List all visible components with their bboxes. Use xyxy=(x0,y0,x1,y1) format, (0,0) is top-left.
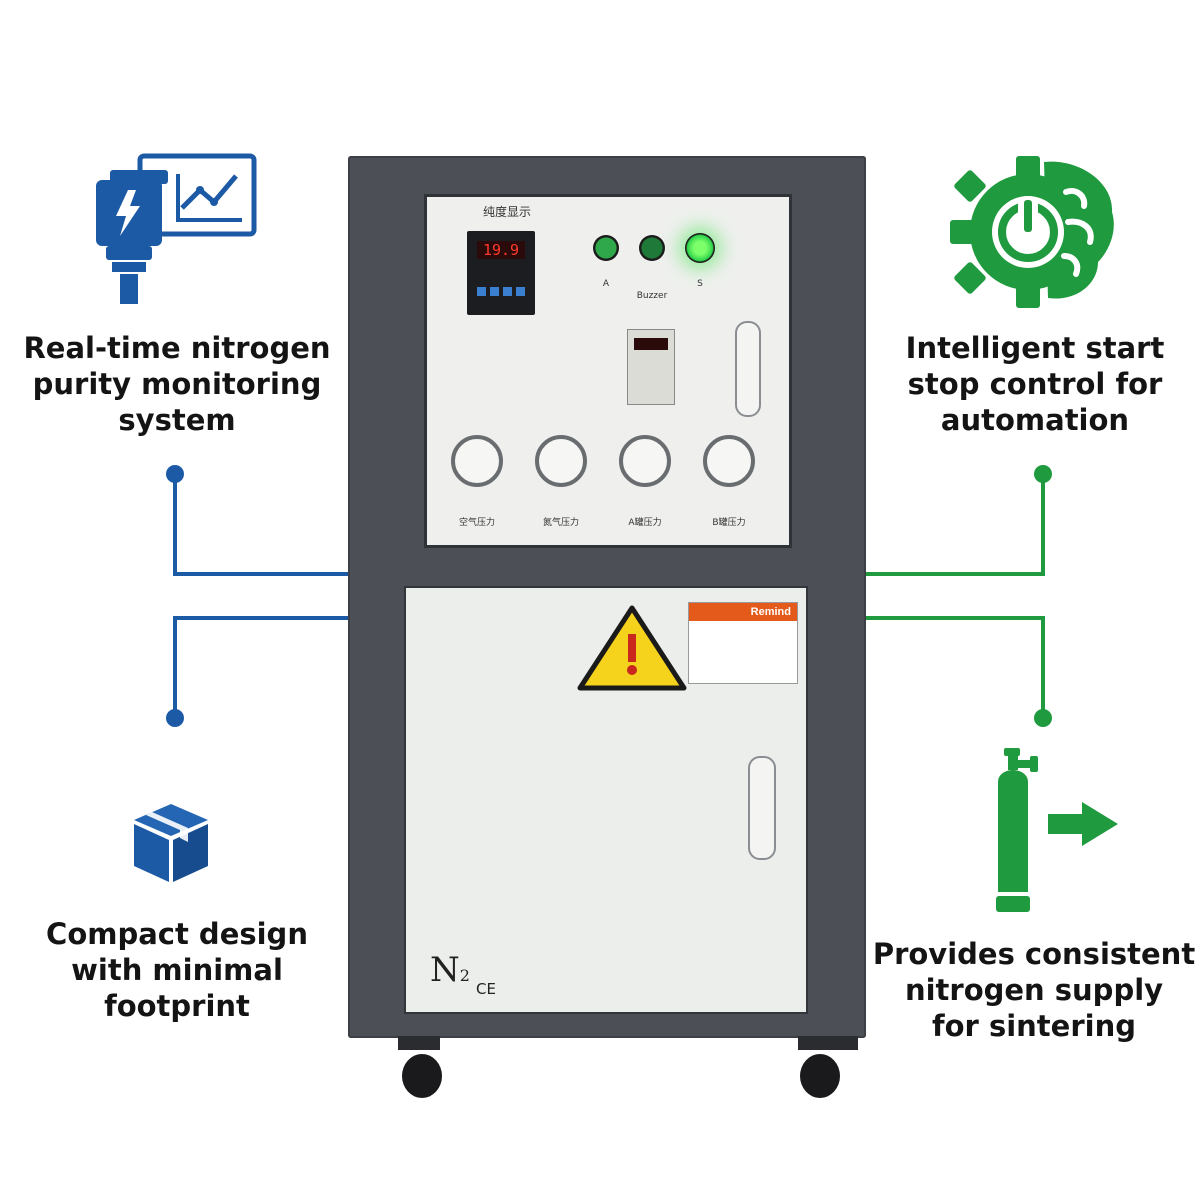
controller-button-2[interactable] xyxy=(490,287,499,296)
switch-a[interactable] xyxy=(593,235,619,261)
caster-left xyxy=(392,1036,446,1102)
switch-s-label: S xyxy=(697,279,703,289)
feature-compact-text: Compact design with minimal footprint xyxy=(46,917,308,1023)
controller-buttons xyxy=(477,287,525,297)
n2-mark-sub: 2 xyxy=(459,966,470,985)
controller-button-1[interactable] xyxy=(477,287,486,296)
gas-cylinder-arrow-icon xyxy=(996,748,1118,912)
caster-right xyxy=(792,1036,870,1102)
feature-supply-text: Provides consistent nitrogen supply for … xyxy=(872,937,1196,1043)
gauge-1-label: 空气压力 xyxy=(458,518,495,528)
gauge-2 xyxy=(535,435,587,487)
warning-label-header: Remind xyxy=(689,603,797,621)
purity-controller: 19.9 xyxy=(467,231,535,315)
gauge-3-label: A罐压力 xyxy=(628,518,662,528)
panel-title: 纯度显示 xyxy=(482,205,531,219)
n2-mark-letter: N xyxy=(430,950,460,990)
gauge-1 xyxy=(451,435,503,487)
switch-a-label: A xyxy=(602,279,610,289)
gauge-3 xyxy=(619,435,671,487)
door-latch-handle[interactable] xyxy=(748,756,776,860)
gauge-2-label: 氮气压力 xyxy=(542,518,579,528)
controller-button-3[interactable] xyxy=(503,287,512,296)
n2-mark: N2 xyxy=(430,950,470,990)
warning-label: Remind xyxy=(688,602,798,684)
switch-buzzer-label: Buzzer xyxy=(636,291,668,301)
gear-power-brain-icon xyxy=(950,156,1114,308)
timer-relay xyxy=(627,329,675,405)
switch-s-indicator[interactable] xyxy=(685,233,715,263)
feature-purity-text: Real-time nitrogen purity monitoring sys… xyxy=(23,331,331,437)
switch-buzzer[interactable] xyxy=(639,235,665,261)
warning-triangle-icon xyxy=(577,605,687,691)
control-panel: 纯度显示 19.9 A Buzzer S 空气压力 氮气压力 A罐压力 B罐压力 xyxy=(424,194,792,548)
gauge-4 xyxy=(703,435,755,487)
box-icon xyxy=(134,804,208,882)
controller-button-4[interactable] xyxy=(516,287,525,296)
ce-mark: CE xyxy=(476,980,496,998)
controller-display: 19.9 xyxy=(477,241,525,259)
cabinet-door[interactable]: Remind N2 CE xyxy=(404,586,808,1014)
timer-display xyxy=(634,338,668,350)
monitor-chart-icon xyxy=(96,153,257,304)
gauge-4-label: B罐压力 xyxy=(712,518,746,528)
feature-control-text: Intelligent start stop control for autom… xyxy=(905,331,1165,437)
panel-latch-handle[interactable] xyxy=(735,321,761,417)
